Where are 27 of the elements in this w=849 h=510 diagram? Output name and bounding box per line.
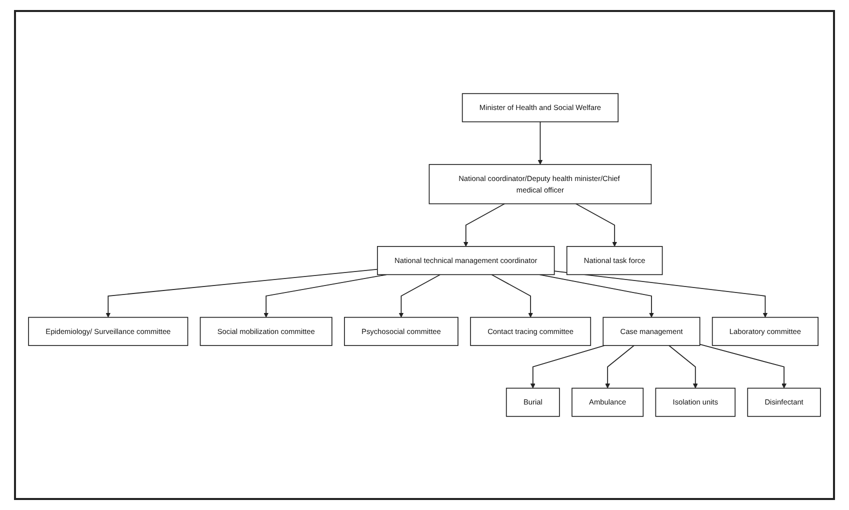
node-box xyxy=(28,316,188,346)
node-box xyxy=(602,316,700,346)
arrow xyxy=(463,203,506,247)
node-box xyxy=(200,316,332,346)
arrow xyxy=(530,345,605,388)
arrow xyxy=(539,274,654,318)
node-box xyxy=(428,164,652,204)
arrow xyxy=(264,274,387,318)
node-box xyxy=(655,388,736,417)
arrow xyxy=(575,203,618,247)
arrow xyxy=(554,270,768,318)
arrow xyxy=(699,344,787,388)
arrow xyxy=(106,268,378,318)
arrow xyxy=(491,274,534,318)
node-box xyxy=(712,316,818,346)
node-box xyxy=(344,316,458,346)
node-box xyxy=(747,388,821,417)
arrow xyxy=(398,274,441,318)
arrow xyxy=(538,121,543,165)
arrow xyxy=(668,345,698,388)
node-box xyxy=(377,246,555,276)
node-box xyxy=(462,93,619,122)
node-box xyxy=(566,246,663,276)
node-box xyxy=(506,388,560,417)
node-box xyxy=(470,316,592,346)
arrow xyxy=(605,345,634,388)
node-box xyxy=(572,388,644,417)
